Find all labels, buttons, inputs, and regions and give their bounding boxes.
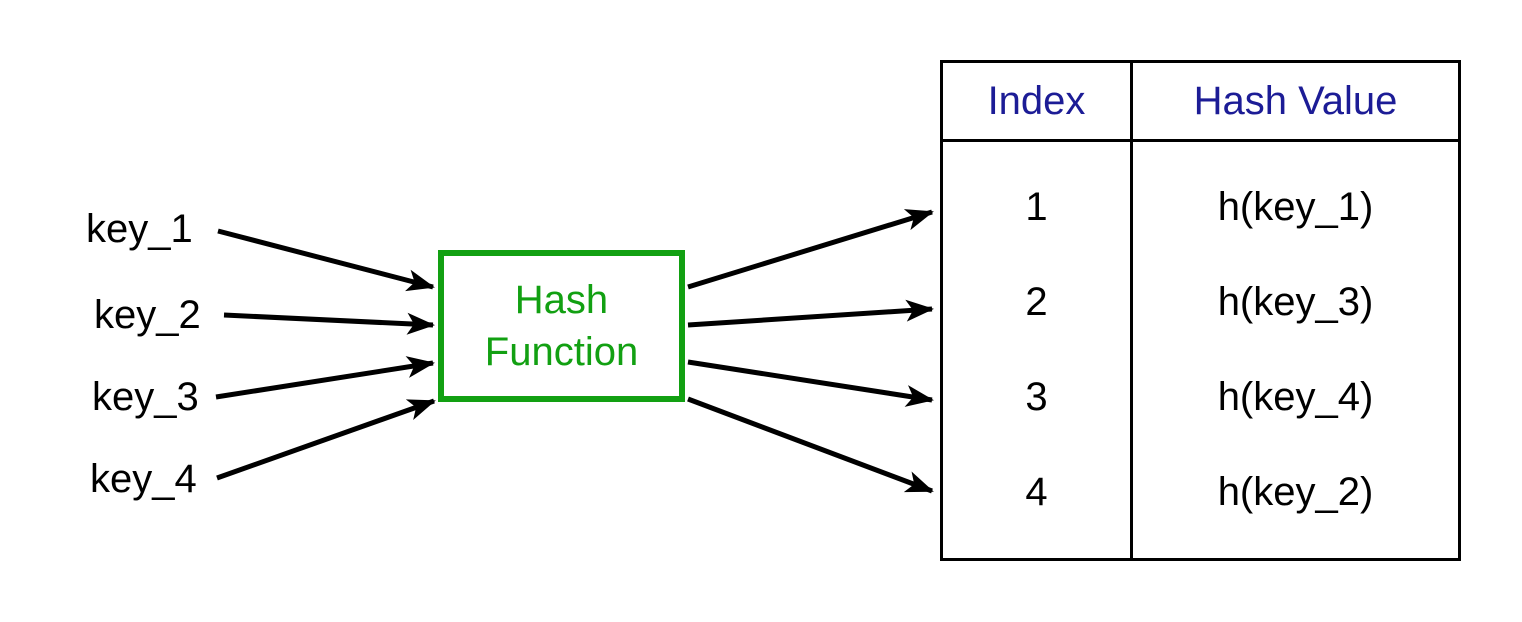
- arrow-hash-to-row-4-icon: [687, 396, 934, 494]
- hash-function-box: Hash Function: [438, 250, 685, 402]
- hash-function-label: Hash Function: [484, 278, 639, 374]
- header-index: Index: [943, 63, 1133, 139]
- arrow-key-4-to-hash-icon: [216, 398, 436, 481]
- row-2-index: 2: [1025, 280, 1048, 324]
- row-3-index: 3: [1025, 375, 1048, 419]
- key-2-label: key_2: [94, 293, 201, 337]
- arrow-hash-to-row-1-icon: [687, 209, 934, 290]
- arrow-hash-to-row-3-icon: [687, 359, 934, 407]
- key-1-label: key_1: [86, 207, 193, 251]
- arrow-key-3-to-hash-icon: [215, 356, 435, 400]
- arrow-key-1-to-hash-icon: [217, 228, 435, 292]
- hash-value-column: h(key_1) h(key_3) h(key_4) h(key_2): [1133, 142, 1458, 558]
- hash-table: Index Hash Value 1 2 3 4 h(key_1) h(key_…: [940, 60, 1461, 561]
- row-1-hash-value: h(key_1): [1217, 185, 1374, 229]
- header-hash-value: Hash Value: [1193, 78, 1398, 123]
- hash-table-body: 1 2 3 4 h(key_1) h(key_3) h(key_4) h(key…: [943, 142, 1458, 558]
- arrow-key-2-to-hash-icon: [223, 312, 435, 335]
- row-3-hash-value: h(key_4): [1217, 375, 1374, 419]
- hash-table-header-row: Index Hash Value: [943, 63, 1458, 142]
- row-4-hash-value: h(key_2): [1217, 470, 1374, 514]
- arrow-hash-to-row-2-icon: [687, 299, 934, 328]
- key-4-label: key_4: [90, 457, 197, 501]
- row-2-hash-value: h(key_3): [1217, 280, 1374, 324]
- key-3-label: key_3: [92, 375, 199, 419]
- index-column: 1 2 3 4: [943, 142, 1133, 558]
- row-1-index: 1: [1025, 185, 1048, 229]
- row-4-index: 4: [1025, 470, 1048, 514]
